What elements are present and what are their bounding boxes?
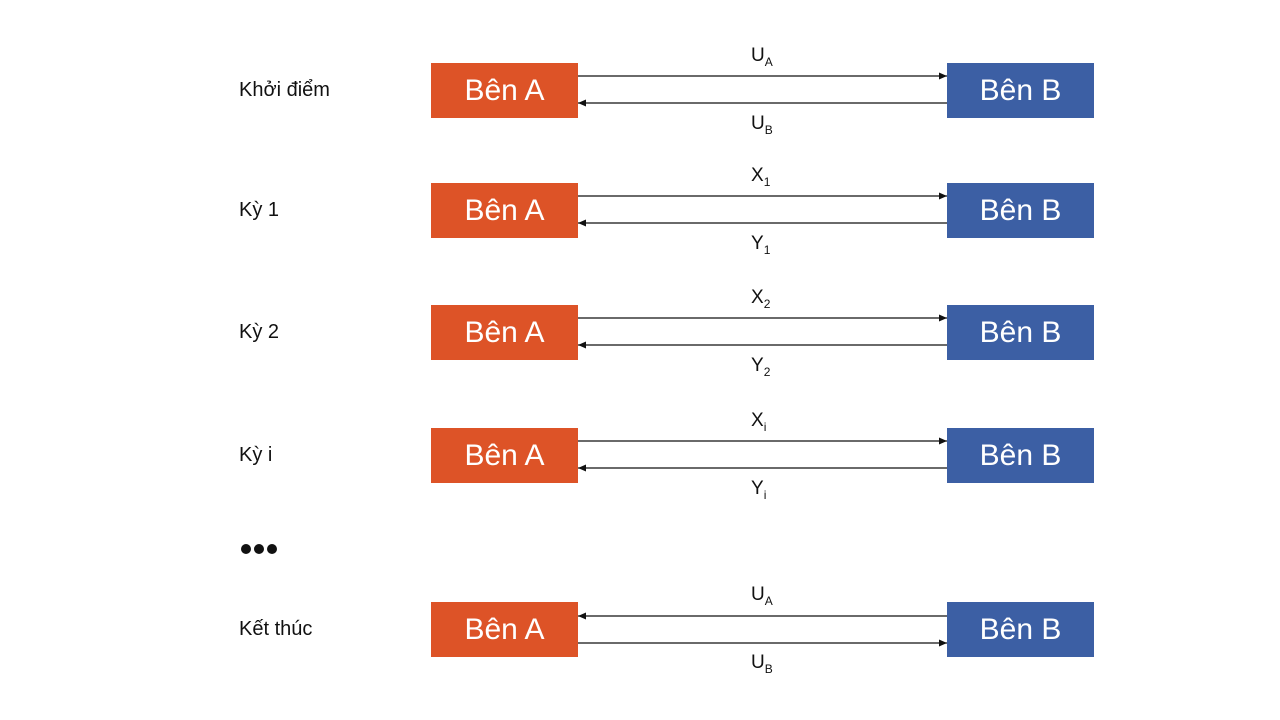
- party-b-box: Bên B: [947, 63, 1094, 118]
- top-flow-label: X1: [751, 165, 771, 189]
- exchange-row-period-1: Kỳ 1 Bên A Bên B X1 Y1: [0, 166, 1280, 256]
- ellipsis-dots: [241, 541, 280, 559]
- party-a-box: Bên A: [431, 183, 578, 238]
- phase-label: Kỳ i: [239, 444, 273, 466]
- party-b-box: Bên B: [947, 428, 1094, 483]
- arrowhead: [939, 437, 947, 445]
- arrowhead: [939, 639, 947, 647]
- dot: [254, 544, 264, 554]
- top-flow-label: UA: [751, 45, 773, 69]
- party-b-box: Bên B: [947, 183, 1094, 238]
- dot: [267, 544, 277, 554]
- arrow-pair: [578, 314, 947, 349]
- arrow-pair: [578, 612, 947, 647]
- phase-label: Kỳ 1: [239, 199, 280, 221]
- bottom-flow-label: Yi: [751, 478, 767, 502]
- arrowhead: [578, 612, 586, 620]
- party-a-box: Bên A: [431, 602, 578, 657]
- arrowhead: [939, 314, 947, 322]
- party-a-box: Bên A: [431, 428, 578, 483]
- top-flow-label: UA: [751, 584, 773, 608]
- arrow-pair: [578, 192, 947, 227]
- phase-label: Kết thúc: [239, 618, 313, 640]
- arrowhead: [939, 72, 947, 80]
- bottom-flow-label: Y1: [751, 233, 771, 257]
- phase-label: Kỳ 2: [239, 321, 280, 343]
- arrowhead: [939, 192, 947, 200]
- party-b-box: Bên B: [947, 305, 1094, 360]
- arrowhead: [578, 464, 586, 472]
- party-b-box: Bên B: [947, 602, 1094, 657]
- exchange-row-start: Khởi điểm Bên A Bên B UA UB: [0, 46, 1280, 136]
- top-flow-label: Xi: [751, 410, 767, 434]
- exchange-row-end: Kết thúc Bên A Bên B UA UB: [0, 585, 1280, 675]
- bottom-flow-label: UB: [751, 652, 773, 676]
- phase-label: Khởi điểm: [239, 79, 330, 101]
- arrowhead: [578, 99, 586, 107]
- dot: [241, 544, 251, 554]
- party-a-box: Bên A: [431, 63, 578, 118]
- exchange-row-period-i: Kỳ i Bên A Bên B Xi Yi: [0, 411, 1280, 501]
- top-flow-label: X2: [751, 287, 771, 311]
- arrow-pair: [578, 437, 947, 472]
- arrowhead: [578, 341, 586, 349]
- party-a-box: Bên A: [431, 305, 578, 360]
- arrowhead: [578, 219, 586, 227]
- arrow-pair: [578, 72, 947, 107]
- bottom-flow-label: Y2: [751, 355, 771, 379]
- exchange-row-period-2: Kỳ 2 Bên A Bên B X2 Y2: [0, 288, 1280, 378]
- bottom-flow-label: UB: [751, 113, 773, 137]
